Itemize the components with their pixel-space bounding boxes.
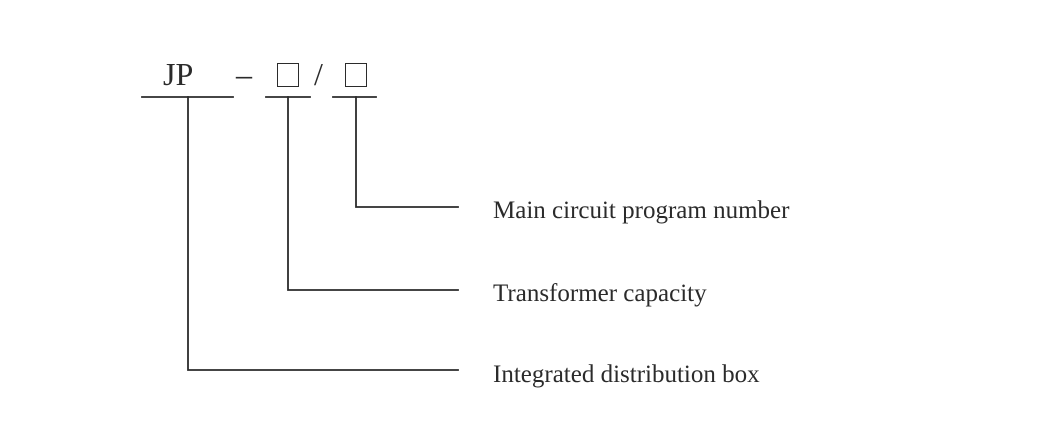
label-transformer-capacity: Transformer capacity <box>493 280 707 307</box>
label-integrated-distribution-box: Integrated distribution box <box>493 361 760 388</box>
leader-prefix <box>187 96 459 371</box>
code-dash: – <box>236 56 252 92</box>
code-prefix: JP <box>163 56 194 92</box>
leader-program <box>355 96 459 208</box>
program-placeholder-box <box>345 63 367 87</box>
capacity-placeholder-box <box>277 63 299 87</box>
code-slash: / <box>314 56 323 92</box>
leader-capacity <box>287 96 459 291</box>
label-main-circuit-program-number: Main circuit program number <box>493 197 790 224</box>
